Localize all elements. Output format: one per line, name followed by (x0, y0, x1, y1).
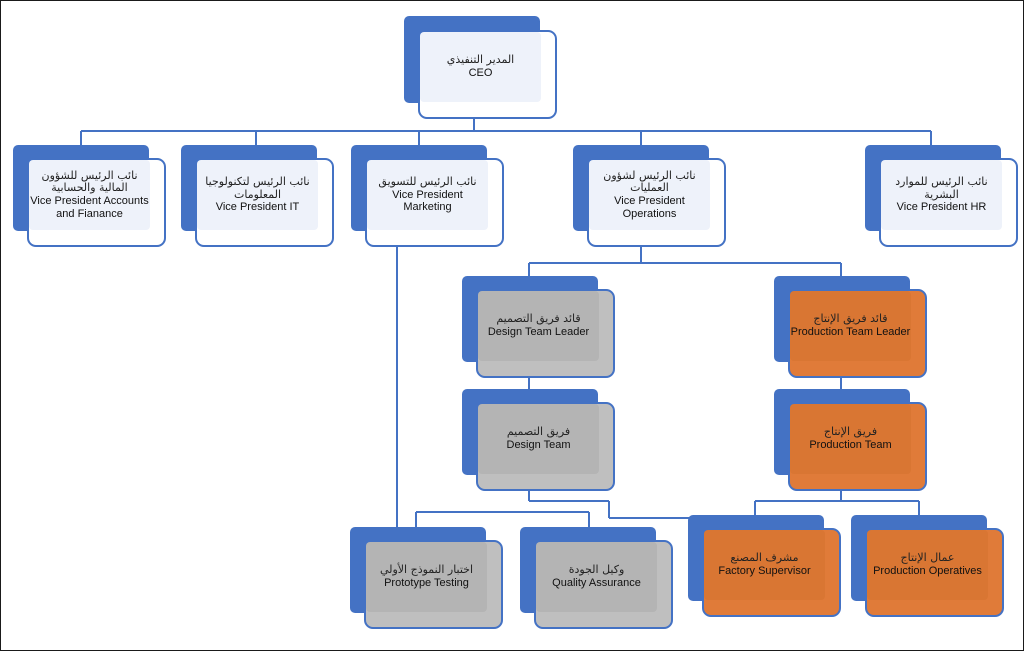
node-text: نائب الرئيس للتسويق Vice President Marke… (367, 160, 488, 230)
node-label-arabic: فريق الإنتاج (823, 425, 878, 439)
node-text: نائب الرئيس للموارد البشرية Vice Preside… (881, 160, 1002, 230)
node-text: نائب الرئيس لشؤون العمليات Vice Presiden… (589, 160, 710, 230)
node-label-arabic: قائد فريق الإنتاج (813, 312, 888, 326)
node-label-arabic: اختبار النموذج الأولي (379, 563, 474, 577)
node-prototype-testing[interactable]: اختبار النموذج الأولي Prototype Testing (350, 527, 503, 629)
node-text: المدير التنفيذي CEO (420, 32, 541, 102)
node-text: عمال الإنتاج Production Operatives (867, 530, 988, 600)
node-design-team-leader[interactable]: قائد فريق التصميم Design Team Leader (462, 276, 615, 378)
node-text: فريق التصميم Design Team (478, 404, 599, 474)
node-text: مشرف المصنع Factory Supervisor (704, 530, 825, 600)
node-label-english: Production Operatives (873, 565, 982, 577)
node-label-english: Vice President Operations (614, 195, 685, 220)
node-label-arabic: نائب الرئيس للشؤون المالية والحسابية (41, 168, 138, 195)
node-text: نائب الرئيس للشؤون المالية والحسابية Vic… (29, 160, 150, 230)
node-label-english: Production Team (809, 439, 892, 451)
node-label-english: Quality Assurance (552, 577, 641, 589)
node-production-operatives[interactable]: عمال الإنتاج Production Operatives (851, 515, 1004, 617)
node-label-arabic: وكيل الجودة (568, 563, 625, 577)
node-label-english: Prototype Testing (384, 577, 469, 589)
node-text: اختبار النموذج الأولي Prototype Testing (366, 542, 487, 612)
node-label-english: CEO (468, 67, 493, 79)
node-label-english: Production Team Leader (790, 326, 911, 338)
node-label-arabic: قائد فريق التصميم (496, 312, 581, 326)
node-label-english: Vice President IT (215, 201, 300, 214)
node-label-english: Design Team (506, 439, 571, 451)
node-design-team[interactable]: فريق التصميم Design Team (462, 389, 615, 491)
node-label-arabic: نائب الرئيس لشؤون العمليات (603, 168, 696, 195)
node-production-team[interactable]: فريق الإنتاج Production Team (774, 389, 927, 491)
node-text: فريق الإنتاج Production Team (790, 404, 911, 474)
node-production-team-leader[interactable]: قائد فريق الإنتاج Production Team Leader (774, 276, 927, 378)
node-quality-assurance[interactable]: وكيل الجودة Quality Assurance (520, 527, 673, 629)
node-label-arabic: مشرف المصنع (730, 551, 799, 565)
node-text: قائد فريق التصميم Design Team Leader (478, 291, 599, 361)
node-text: نائب الرئيس لتكنولوجيا المعلومات Vice Pr… (197, 160, 318, 230)
node-label-english: Vice President HR (896, 201, 987, 214)
node-ceo[interactable]: المدير التنفيذي CEO (404, 16, 557, 119)
node-text: وكيل الجودة Quality Assurance (536, 542, 657, 612)
node-vp-accounts[interactable]: نائب الرئيس للشؤون المالية والحسابية Vic… (13, 145, 166, 247)
node-vp-it[interactable]: نائب الرئيس لتكنولوجيا المعلومات Vice Pr… (181, 145, 334, 247)
node-label-arabic: فريق التصميم (506, 425, 571, 439)
node-vp-operations[interactable]: نائب الرئيس لشؤون العمليات Vice Presiden… (573, 145, 726, 247)
node-label-arabic: عمال الإنتاج (900, 551, 955, 565)
node-label-english: Vice President Marketing (392, 188, 463, 214)
node-label-english: Vice President Accounts and Fianance (30, 195, 149, 220)
node-label-arabic: نائب الرئيس لتكنولوجيا المعلومات (205, 175, 310, 201)
node-label-arabic: المدير التنفيذي (446, 53, 515, 67)
node-factory-supervisor[interactable]: مشرف المصنع Factory Supervisor (688, 515, 841, 617)
node-text: قائد فريق الإنتاج Production Team Leader (790, 291, 911, 361)
node-label-english: Design Team Leader (487, 326, 590, 338)
node-label-arabic: نائب الرئيس للتسويق (378, 175, 477, 189)
node-label-arabic: نائب الرئيس للموارد البشرية (895, 175, 988, 201)
node-vp-marketing[interactable]: نائب الرئيس للتسويق Vice President Marke… (351, 145, 504, 247)
node-label-english: Factory Supervisor (718, 565, 811, 577)
node-vp-hr[interactable]: نائب الرئيس للموارد البشرية Vice Preside… (865, 145, 1018, 247)
